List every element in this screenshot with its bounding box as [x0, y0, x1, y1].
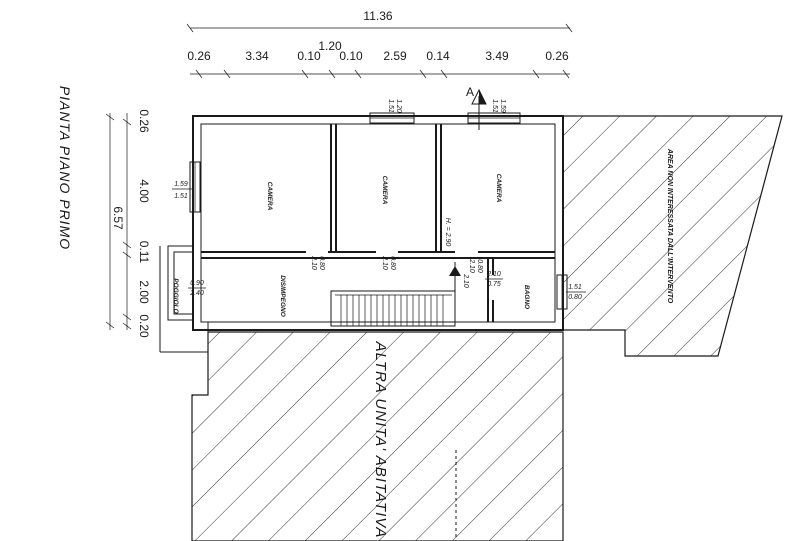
dim-top-secondary: 1.20: [318, 39, 342, 53]
section-marker-label: A: [466, 85, 474, 99]
side-dimension-lines: [105, 113, 132, 330]
hatched-area-bottom-label: ALTRA UNITA' ABITATIVA: [372, 341, 389, 539]
dim-chain-value: 0.26: [545, 49, 569, 63]
dim-chain-value: 0.11: [137, 241, 151, 264]
room-height-note: H. = 2.90: [444, 218, 451, 247]
dim-chain-value: 0.20: [137, 314, 151, 338]
room-label-camera-3: CAMERA: [495, 174, 502, 203]
opening-dim: 1.51: [174, 193, 188, 200]
drawing-title: PIANTA PIANO PRIMO: [57, 86, 73, 250]
opening-dim: 1.51: [568, 284, 582, 291]
building-walls: [159, 115, 564, 353]
dim-chain-value: 0.26: [137, 109, 151, 133]
dim-chain-value: 0.14: [426, 49, 450, 63]
dim-top-chain: 0.26 3.34 0.10 0.10 2.59 0.14 3.49 0.26: [187, 49, 569, 63]
room-label-bagno: BAGNO: [523, 285, 530, 309]
room-label-camera-1: CAMERA: [266, 182, 273, 211]
dim-chain-value: 3.34: [245, 49, 269, 63]
opening-dim: 1.20: [395, 99, 402, 113]
room-label-poggiolo: POGGIOLO: [172, 278, 179, 313]
dim-side-chain: 0.26 4.00 0.11 2.00 0.20: [137, 109, 151, 338]
dim-chain-value: 4.00: [137, 179, 151, 203]
top-dimension-lines: [186, 23, 573, 79]
dim-chain-value: 3.49: [485, 49, 509, 63]
hatched-area-bottom: [191, 331, 564, 541]
opening-dim: 1.59: [499, 99, 506, 113]
opening-dim: 2.10: [310, 255, 317, 270]
room-label-camera-2: CAMERA: [381, 176, 388, 205]
section-marker: [471, 88, 487, 130]
opening-dim: 1.51: [491, 99, 498, 113]
opening-dim: 0.80: [318, 256, 325, 270]
opening-dim: 0.80: [568, 294, 582, 301]
opening-dim: 2.10: [486, 271, 501, 278]
opening-dim: 0.75: [487, 281, 501, 288]
opening-dim: 2.40: [189, 290, 204, 297]
dim-overall-width: 11.36: [363, 9, 392, 23]
dim-chain-value: 2.00: [137, 280, 151, 304]
opening-dim: 1.51: [387, 99, 394, 113]
opening-dim: 1.59: [174, 181, 188, 188]
opening-dim: 2.10: [381, 255, 388, 270]
staircase: [330, 262, 461, 327]
dim-chain-value: 0.10: [297, 49, 321, 63]
opening-dim: 0.90: [190, 280, 204, 287]
opening-dim: 0.80: [389, 256, 396, 270]
opening-dim: 0.80: [476, 259, 483, 273]
dim-chain-value: 0.26: [187, 49, 211, 63]
opening-dim: 2.10: [468, 258, 475, 273]
dim-chain-value: 0.10: [339, 49, 363, 63]
dim-chain-value: 2.59: [383, 49, 407, 63]
room-label-disimpegno: DISIMPEGNO: [279, 275, 286, 317]
opening-dim: 2.10: [462, 273, 469, 288]
hatched-area-right-label: AREA NON INTERESSATA DALL'INTERVENTO: [666, 148, 673, 304]
dim-side-total: 6.57: [111, 206, 125, 230]
windows: [189, 112, 568, 310]
opening-annotations: 1.20 1.51 1.59 1.51 1.59 1.51 1.51 0.80 …: [172, 99, 586, 301]
